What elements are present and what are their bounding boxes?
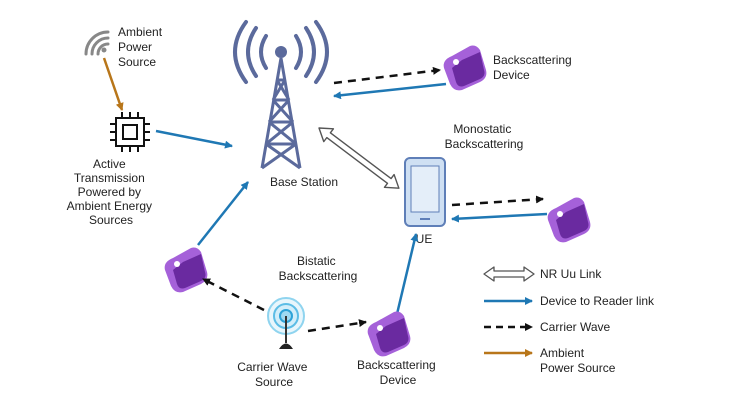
backscattering-device-top-label: Backscattering Device	[493, 53, 575, 82]
nr-uu-link-arrow	[318, 127, 400, 189]
smartphone-icon	[404, 157, 446, 227]
legend: NR Uu Link Device to Reader link Carrier…	[483, 266, 655, 375]
rfid-tag-icon	[443, 45, 487, 91]
bottom-device-to-ue-link	[395, 233, 419, 315]
carrier-wave-to-left-device	[202, 277, 265, 312]
antenna-icon	[267, 297, 305, 349]
legend-nr-uu-label: NR Uu Link	[540, 267, 602, 281]
legend-ambient-power-label: Ambient Power Source	[540, 346, 616, 375]
ambient-power-source-label: Ambient Power Source	[118, 25, 165, 69]
chip-to-base-station-link	[155, 129, 233, 149]
carrier-wave-to-top-device	[333, 66, 441, 85]
carrier-wave-source-label: Carrier Wave Source	[237, 360, 311, 389]
base-station-label: Base Station	[270, 175, 338, 189]
rfid-tag-icon	[367, 311, 411, 357]
carrier-wave-to-bottom-device	[307, 319, 367, 333]
top-device-to-base-station-link	[333, 82, 447, 100]
rfid-tag-icon	[547, 197, 591, 243]
rfid-tag-icon	[164, 247, 208, 293]
microchip-icon	[110, 112, 150, 152]
left-device-to-base-station-link	[197, 181, 249, 246]
active-transmission-label: Active Transmission Powered by Ambient E…	[67, 157, 156, 227]
wifi-signal-icon	[84, 30, 110, 56]
carrier-wave-to-right-device	[451, 195, 544, 207]
legend-nr-uu-swatch	[483, 266, 535, 282]
ue-label: UE	[416, 232, 433, 246]
right-device-to-ue-link	[451, 212, 548, 223]
bistatic-label: Bistatic Backscattering	[279, 254, 358, 283]
ambient-power-arrow	[102, 57, 124, 111]
backscattering-device-bottom-label: Backscattering Device	[357, 358, 439, 387]
legend-carrier-wave-label: Carrier Wave	[540, 320, 611, 334]
monostatic-label: Monostatic Backscattering	[445, 122, 524, 151]
legend-device-to-reader-label: Device to Reader link	[540, 294, 655, 308]
cell-tower-icon	[233, 20, 329, 170]
